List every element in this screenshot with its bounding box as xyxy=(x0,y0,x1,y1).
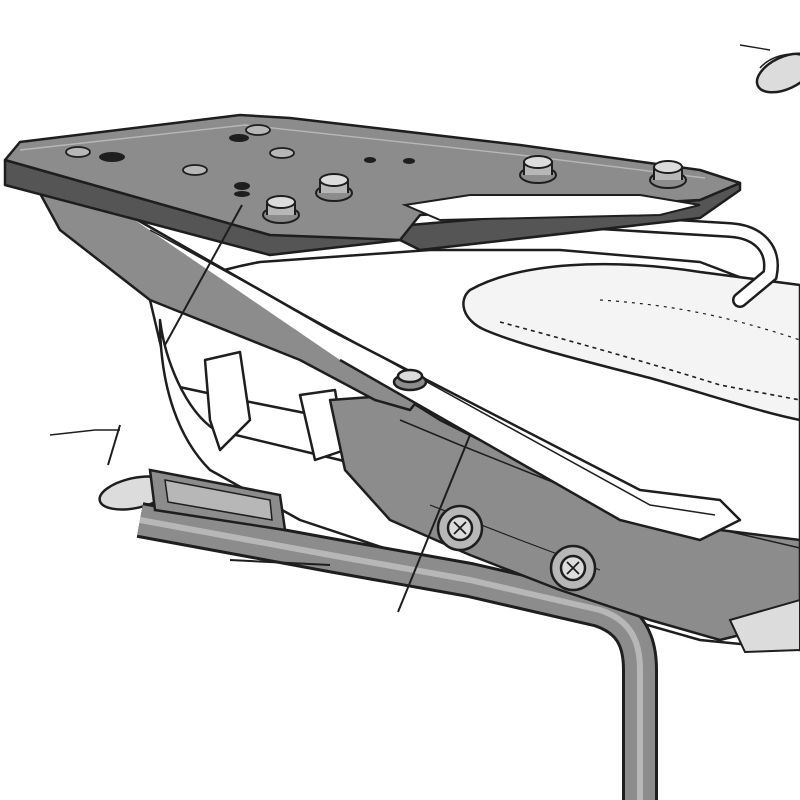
rider-seat xyxy=(462,262,800,422)
rack-hole xyxy=(229,134,249,142)
turn-signal-right xyxy=(755,52,800,94)
passenger-grab-rail xyxy=(472,207,779,308)
top-rack-plate xyxy=(3,113,742,257)
guide-line xyxy=(107,424,121,466)
guide-line xyxy=(164,204,243,346)
rack-support-arm xyxy=(28,173,742,542)
assembly-guide-lines xyxy=(49,44,771,613)
guide-line xyxy=(397,434,471,613)
side-bracket-bolts xyxy=(392,368,597,592)
mounting-bolt xyxy=(519,155,557,184)
tail-light xyxy=(728,598,800,654)
mounting-bolt xyxy=(649,160,687,189)
side-case-holder xyxy=(136,468,658,800)
rack-hole xyxy=(234,191,250,197)
mounting-bolt xyxy=(436,504,484,552)
guide-line xyxy=(49,429,120,436)
mounting-bolt xyxy=(262,195,300,224)
rack-hole xyxy=(364,157,376,163)
guide-line xyxy=(739,44,771,51)
rack-hole xyxy=(403,158,415,164)
rack-hole xyxy=(234,182,250,190)
mounting-bolt xyxy=(549,544,597,592)
rack-hole xyxy=(99,152,125,162)
mounting-bolts xyxy=(262,155,687,224)
guide-line xyxy=(229,559,331,566)
mounting-bolt xyxy=(392,368,428,392)
rack-plate-holes xyxy=(99,134,415,197)
rack-plate-washers xyxy=(65,124,295,176)
mounting-bolt xyxy=(315,173,353,202)
